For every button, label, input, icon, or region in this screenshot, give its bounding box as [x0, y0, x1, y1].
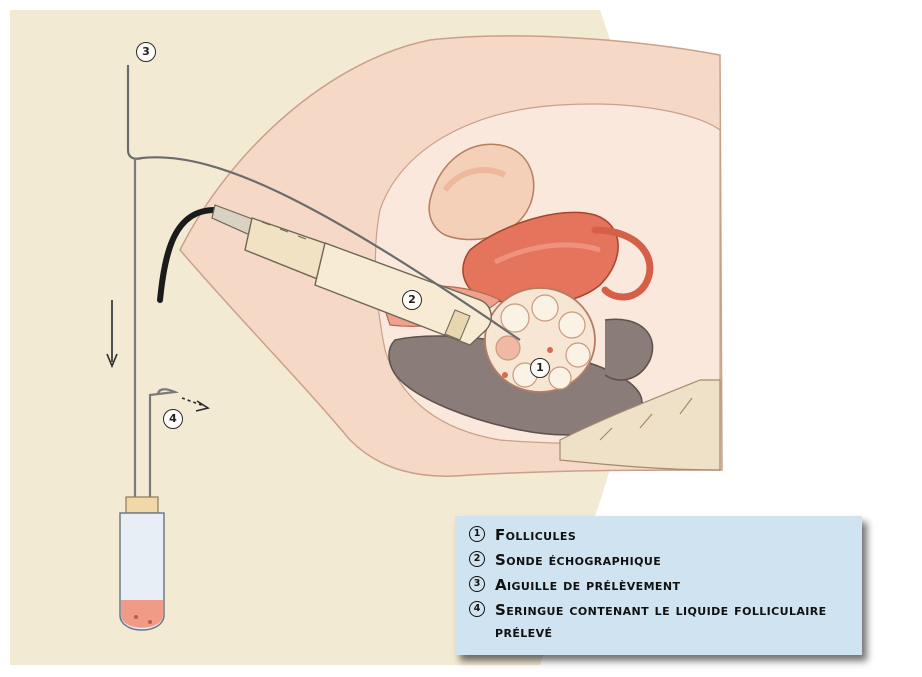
legend-label: Seringue contenant le liquide folliculai… [495, 599, 850, 643]
legend-number: 1 [469, 526, 485, 542]
follicle [496, 336, 520, 360]
follicle [559, 312, 585, 338]
follicle [566, 343, 590, 367]
legend-number: 3 [469, 576, 485, 592]
follicle [549, 367, 571, 389]
follicle [532, 295, 558, 321]
legend-label: Aiguille de prélèvement [495, 574, 680, 596]
marker-aiguille: 3 [136, 42, 156, 62]
follicle [501, 304, 529, 332]
marker-seringue: 4 [163, 409, 183, 429]
legend-item-sonde: 2 Sonde échographique [469, 549, 850, 571]
legend-number: 2 [469, 551, 485, 567]
legend-label: Follicules [495, 524, 576, 546]
legend-label: Sonde échographique [495, 549, 661, 571]
legend-item-seringue: 4 Seringue contenant le liquide follicul… [469, 599, 850, 643]
collection-tube [120, 497, 164, 630]
legend-number: 4 [469, 601, 485, 617]
legend-item-follicules: 1 Follicules [469, 524, 850, 546]
legend: 1 Follicules 2 Sonde échographique 3 Aig… [455, 516, 862, 655]
legend-item-aiguille: 3 Aiguille de prélèvement [469, 574, 850, 596]
marker-sonde: 2 [402, 290, 422, 310]
marker-follicules: 1 [530, 358, 550, 378]
